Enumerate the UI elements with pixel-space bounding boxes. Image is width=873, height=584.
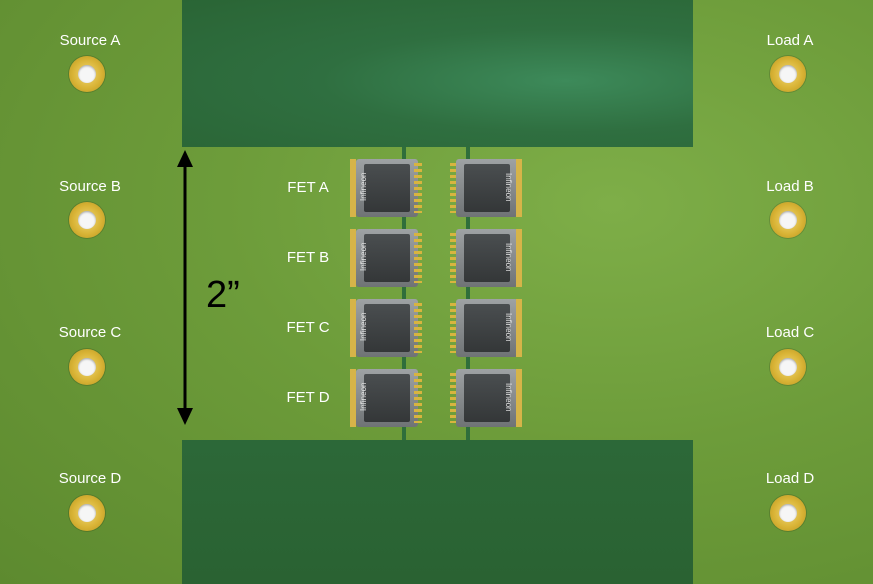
chip-pins — [450, 163, 458, 213]
source-a-label: Source A — [59, 32, 121, 49]
chip-die — [464, 374, 510, 422]
trace-right — [466, 147, 470, 440]
fet-c-left-chip[interactable]: Infineon — [350, 297, 422, 359]
chip-brand-label: Infineon — [359, 382, 368, 412]
chip-pins — [414, 373, 422, 423]
load-d-pad-icon[interactable] — [770, 495, 806, 531]
fet-b-label: FET B — [286, 249, 330, 266]
chip-tab — [516, 299, 522, 357]
chip-die — [364, 304, 410, 352]
chip-pins — [450, 233, 458, 283]
chip-die — [464, 234, 510, 282]
fet-b-right-chip[interactable]: Infineon — [450, 227, 522, 289]
fet-c-right-chip[interactable]: Infineon — [450, 297, 522, 359]
chip-tab — [350, 159, 356, 217]
source-d-label: Source D — [58, 470, 122, 487]
fet-a-right-chip[interactable]: Infineon — [450, 157, 522, 219]
chip-pins — [414, 163, 422, 213]
chip-tab — [516, 229, 522, 287]
trace-left — [402, 147, 406, 440]
load-c-label: Load C — [765, 324, 815, 341]
load-d-label: Load D — [765, 470, 815, 487]
load-c-pad-icon[interactable] — [770, 349, 806, 385]
chip-brand-label: Infineon — [504, 312, 513, 342]
chip-die — [464, 304, 510, 352]
load-b-pad-icon[interactable] — [770, 202, 806, 238]
source-b-label: Source B — [59, 178, 121, 195]
chip-body — [356, 159, 418, 217]
fet-b-left-chip[interactable]: Infineon — [350, 227, 422, 289]
bottom-copper-plane — [182, 440, 693, 584]
load-b-label: Load B — [766, 178, 814, 195]
chip-die — [364, 164, 410, 212]
source-a-pad-icon[interactable] — [69, 56, 105, 92]
chip-brand-label: Infineon — [504, 242, 513, 272]
chip-brand-label: Infineon — [359, 172, 368, 202]
chip-brand-label: Infineon — [359, 242, 368, 272]
chip-die — [364, 234, 410, 282]
chip-pins — [450, 303, 458, 353]
load-a-pad-icon[interactable] — [770, 56, 806, 92]
chip-tab — [350, 229, 356, 287]
chip-tab — [350, 299, 356, 357]
fet-a-left-chip[interactable]: Infineon — [350, 157, 422, 219]
load-a-label: Load A — [766, 32, 814, 49]
chip-body — [356, 229, 418, 287]
source-d-pad-icon[interactable] — [69, 495, 105, 531]
chip-tab — [350, 369, 356, 427]
source-c-pad-icon[interactable] — [69, 349, 105, 385]
chip-pins — [450, 373, 458, 423]
fet-a-label: FET A — [287, 179, 329, 196]
chip-brand-label: Infineon — [359, 312, 368, 342]
fet-c-label: FET C — [286, 319, 330, 336]
source-c-label: Source C — [58, 324, 122, 341]
chip-tab — [516, 369, 522, 427]
fet-d-right-chip[interactable]: Infineon — [450, 367, 522, 429]
chip-body — [456, 229, 518, 287]
source-b-pad-icon[interactable] — [69, 202, 105, 238]
fet-d-label: FET D — [286, 389, 330, 406]
chip-body — [356, 299, 418, 357]
double-arrow-icon — [177, 150, 193, 425]
chip-brand-label: Infineon — [504, 172, 513, 202]
chip-body — [356, 369, 418, 427]
top-copper-plane — [182, 0, 693, 147]
chip-brand-label: Infineon — [504, 382, 513, 412]
chip-body — [456, 299, 518, 357]
fet-d-left-chip[interactable]: Infineon — [350, 367, 422, 429]
chip-die — [464, 164, 510, 212]
chip-pins — [414, 233, 422, 283]
dimension-label: 2” — [206, 274, 240, 316]
chip-pins — [414, 303, 422, 353]
chip-die — [364, 374, 410, 422]
chip-body — [456, 159, 518, 217]
chip-body — [456, 369, 518, 427]
chip-tab — [516, 159, 522, 217]
